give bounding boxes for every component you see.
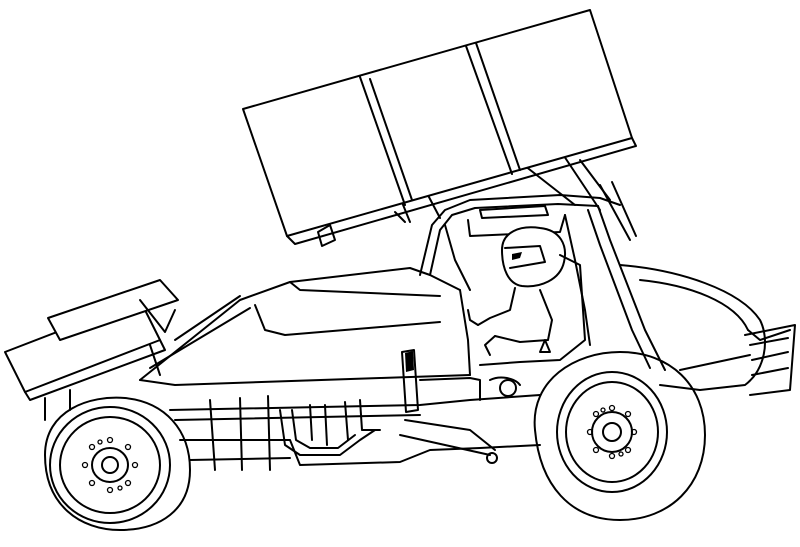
front-wheel	[44, 396, 191, 531]
driver	[467, 226, 586, 366]
car-body	[139, 264, 796, 396]
rear-wheel	[533, 351, 706, 521]
chassis-frame	[169, 349, 541, 471]
top-wing	[242, 9, 637, 247]
front-wing	[4, 279, 179, 421]
